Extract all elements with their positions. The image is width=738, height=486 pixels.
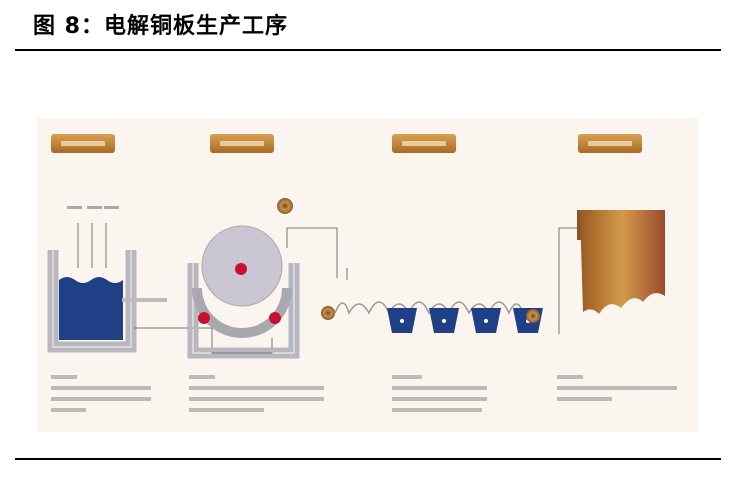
surface-treatment-line	[321, 301, 543, 333]
copper-foil-process-diagram	[37, 118, 698, 432]
annotation-text	[122, 298, 167, 302]
foil-roll	[321, 306, 335, 320]
figure-title: 图 8：电解铜板生产工序	[33, 14, 288, 39]
foil-roll	[526, 309, 540, 323]
step-badges	[51, 134, 642, 153]
foil-roll	[277, 198, 293, 214]
electrode	[235, 263, 247, 275]
finished-copper-foil	[577, 210, 665, 314]
electrode	[269, 312, 281, 324]
bottom-divider	[15, 458, 721, 460]
dissolving-tank	[47, 206, 137, 353]
cathode-drum-cell	[187, 198, 300, 359]
step-descriptions	[51, 375, 677, 412]
electrode	[198, 312, 210, 324]
top-divider	[15, 49, 721, 51]
